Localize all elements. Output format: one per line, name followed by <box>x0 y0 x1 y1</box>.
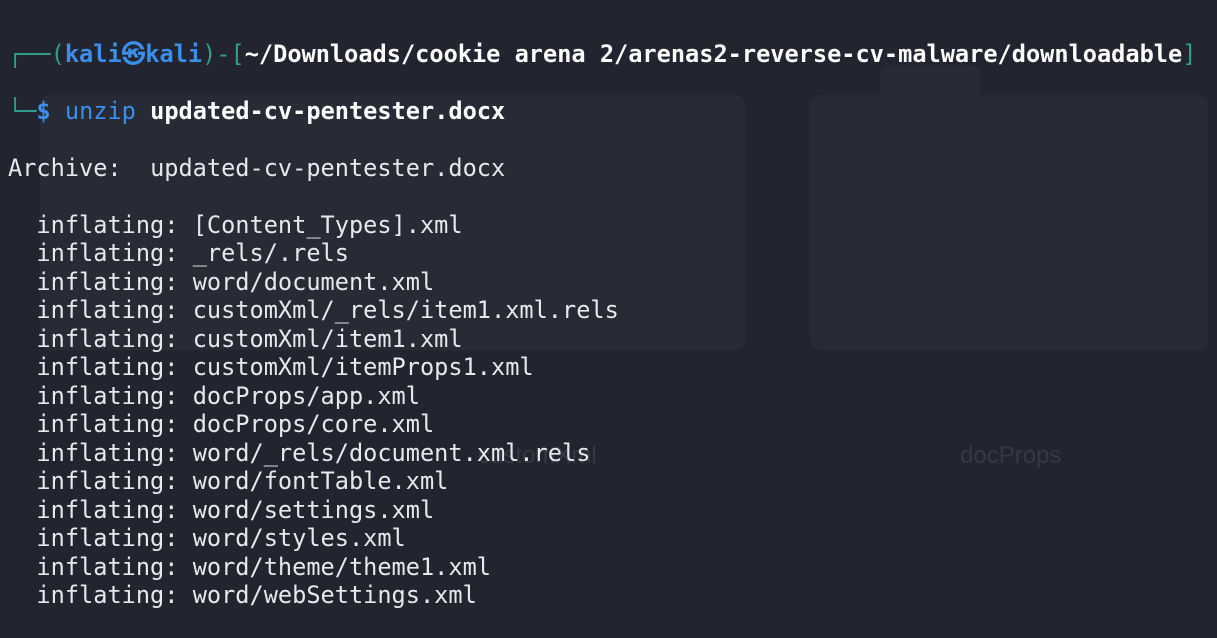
inflating-label: inflating: <box>36 267 179 296</box>
inflating-line: inflating: word/settings.xml <box>8 496 1196 525</box>
archive-label: Archive: <box>8 153 122 182</box>
inflating-label: inflating: <box>36 324 179 353</box>
file-path: word/settings.xml <box>192 495 435 524</box>
file-path: word/fontTable.xml <box>192 467 449 495</box>
inflating-label: inflating: <box>36 239 179 267</box>
file-path: _rels/.rels <box>192 239 349 267</box>
inflating-line: inflating: docProps/app.xml <box>8 382 1196 411</box>
inflating-label: inflating: <box>36 495 179 524</box>
inflating-line: inflating: docProps/core.xml <box>8 410 1196 439</box>
file-path: word/_rels/document.xml.rels <box>192 438 591 467</box>
inflating-line: inflating: word/fontTable.xml <box>8 467 1196 496</box>
file-path: word/styles.xml <box>192 524 406 552</box>
inflating-line: inflating: _rels/.rels <box>8 239 1196 268</box>
prompt-line: ┌──(kali㉿kali)-[~/Downloads/cookie arena… <box>8 39 1197 68</box>
archive-line: Archive: updated-cv-pentester.docx <box>8 154 1196 183</box>
inflating-label: inflating: <box>36 581 179 609</box>
inflating-label: inflating: <box>36 410 179 438</box>
inflating-line: inflating: word/webSettings.xml <box>8 581 1196 610</box>
file-path: word/document.xml <box>192 267 435 296</box>
background-folder-label: docProps <box>960 442 1062 469</box>
inflating-label: inflating: <box>36 381 179 410</box>
background-folder-label: customXml <box>478 442 597 469</box>
background-folder-icon <box>810 95 1208 350</box>
prompt-user: kali <box>64 39 122 68</box>
file-path: word/theme/theme1.xml <box>192 552 491 581</box>
command-line: └─$ unzip updated-cv-pentester.docx <box>8 96 506 125</box>
inflating-line: inflating: word/styles.xml <box>8 524 1196 553</box>
inflating-label: inflating: <box>36 552 179 581</box>
inflating-line: inflating: customXml/itemProps1.xml <box>8 353 1196 382</box>
archive-file: updated-cv-pentester.docx <box>150 153 506 182</box>
file-path: customXml/item1.xml <box>192 324 463 353</box>
inflating-line: inflating: [Content_Types].xml <box>8 211 1196 240</box>
command-argument: updated-cv-pentester.docx <box>150 96 506 125</box>
inflating-label: inflating: <box>36 353 179 381</box>
kali-skull-icon: ㉿ <box>121 39 146 68</box>
command: unzip <box>64 96 136 125</box>
inflating-label: inflating: <box>36 296 179 324</box>
inflating-line: inflating: customXml/_rels/item1.xml.rel… <box>8 296 1196 325</box>
inflating-line: inflating: word/theme/theme1.xml <box>8 553 1196 582</box>
inflating-label: inflating: <box>36 210 179 239</box>
prompt-symbol: $ <box>36 96 51 125</box>
file-path: docProps/core.xml <box>192 410 435 438</box>
inflating-label: inflating: <box>36 438 179 467</box>
background-folder-tab <box>880 65 980 105</box>
inflating-line: inflating: word/_rels/document.xml.rels <box>8 439 1196 468</box>
prompt-host: kali <box>145 39 203 68</box>
inflating-line: inflating: customXml/item1.xml <box>8 325 1196 354</box>
inflating-label: inflating: <box>36 524 179 552</box>
terminal-output[interactable]: ┌──(kali㉿kali)-[~/Downloads/cookie arena… <box>8 11 1196 638</box>
file-path: customXml/_rels/item1.xml.rels <box>192 296 619 324</box>
file-path: [Content_Types].xml <box>192 210 463 239</box>
file-path: customXml/itemProps1.xml <box>192 353 534 381</box>
file-path: docProps/app.xml <box>192 381 420 410</box>
prompt-cwd: ~/Downloads/cookie arena 2/arenas2-rever… <box>244 39 1183 68</box>
inflating-line: inflating: word/document.xml <box>8 268 1196 297</box>
inflating-label: inflating: <box>36 467 179 495</box>
background-folder-icon <box>40 95 745 350</box>
file-path: word/webSettings.xml <box>192 581 477 609</box>
